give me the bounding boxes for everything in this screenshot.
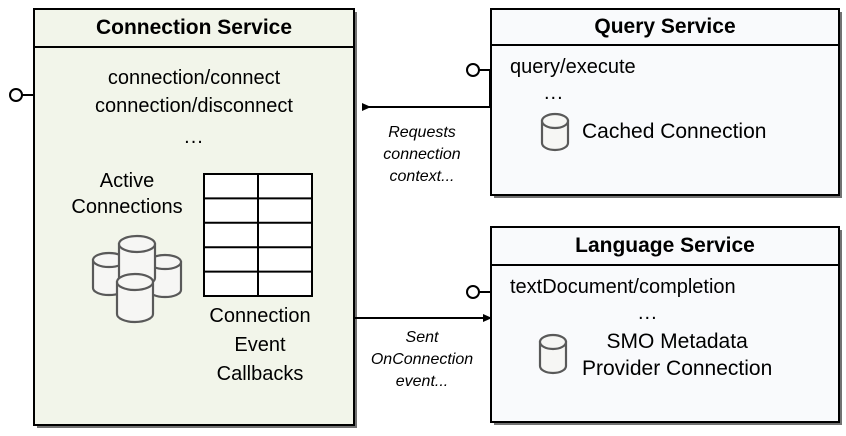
component-connection-service[interactable]: Connection Service connection/connect co…: [33, 8, 355, 426]
operation-connection-disconnect[interactable]: connection/disconnect: [95, 95, 293, 117]
sent-label-line1: Sent: [405, 329, 439, 346]
connection-service-title: Connection Service: [35, 10, 353, 48]
operation-textdocument-completion[interactable]: textDocument/completion: [510, 276, 736, 298]
requests-label-line1: Requests: [388, 124, 456, 141]
requests-label-line2: connection: [383, 146, 461, 163]
query-service-body: query/execute ... Cached Connection: [492, 46, 838, 194]
query-service-operations-ellipsis: ...: [544, 82, 564, 104]
smo-metadata-provider-connection-label: SMO Metadata Provider Connection: [582, 328, 772, 382]
query-service-title: Query Service: [492, 10, 838, 46]
connection-event-callbacks-label: Connection Event Callbacks: [185, 302, 335, 389]
requests-label-line3: context...: [389, 168, 455, 185]
smo-label-line1: SMO Metadata: [606, 330, 748, 353]
sent-label-line3: event...: [395, 373, 449, 390]
database-icon: [538, 333, 568, 375]
connector-label-sent-onconnection-event: Sent OnConnection event...: [358, 327, 486, 393]
smo-label-line2: Provider Connection: [582, 357, 773, 380]
table-grid-icon: [203, 173, 313, 297]
language-service-body: textDocument/completion ... SMO Metadata…: [492, 266, 838, 421]
callbacks-label-line3: Callbacks: [216, 363, 304, 385]
connection-service-operations: connection/connect connection/disconnect: [35, 64, 353, 120]
cached-connection-label: Cached Connection: [582, 120, 767, 143]
active-connections-label-line2: Connections: [71, 196, 183, 218]
database-icon: [540, 112, 570, 152]
cached-connection-item: Cached Connection: [540, 112, 766, 152]
connector-label-requests-connection-context: Requests connection context...: [360, 122, 484, 188]
callbacks-label-line2: Event: [234, 334, 286, 356]
callbacks-label-line1: Connection: [209, 305, 311, 327]
active-connections-label-line1: Active: [99, 170, 155, 192]
operation-query-execute[interactable]: query/execute: [510, 56, 636, 78]
active-connections-label: Active Connections: [47, 168, 207, 220]
language-service-operations-ellipsis: ...: [638, 302, 658, 324]
smo-metadata-provider-connection-item: SMO Metadata Provider Connection: [538, 328, 772, 382]
sent-label-line2: OnConnection: [370, 351, 474, 368]
operation-connection-connect[interactable]: connection/connect: [107, 67, 281, 89]
component-language-service[interactable]: Language Service textDocument/completion…: [490, 226, 840, 423]
component-query-service[interactable]: Query Service query/execute ... Cached C…: [490, 8, 840, 196]
connection-service-body: connection/connect connection/disconnect…: [35, 48, 353, 424]
connection-service-operations-ellipsis: ...: [184, 126, 204, 148]
language-service-title: Language Service: [492, 228, 838, 266]
database-cluster-icon: [91, 234, 183, 324]
